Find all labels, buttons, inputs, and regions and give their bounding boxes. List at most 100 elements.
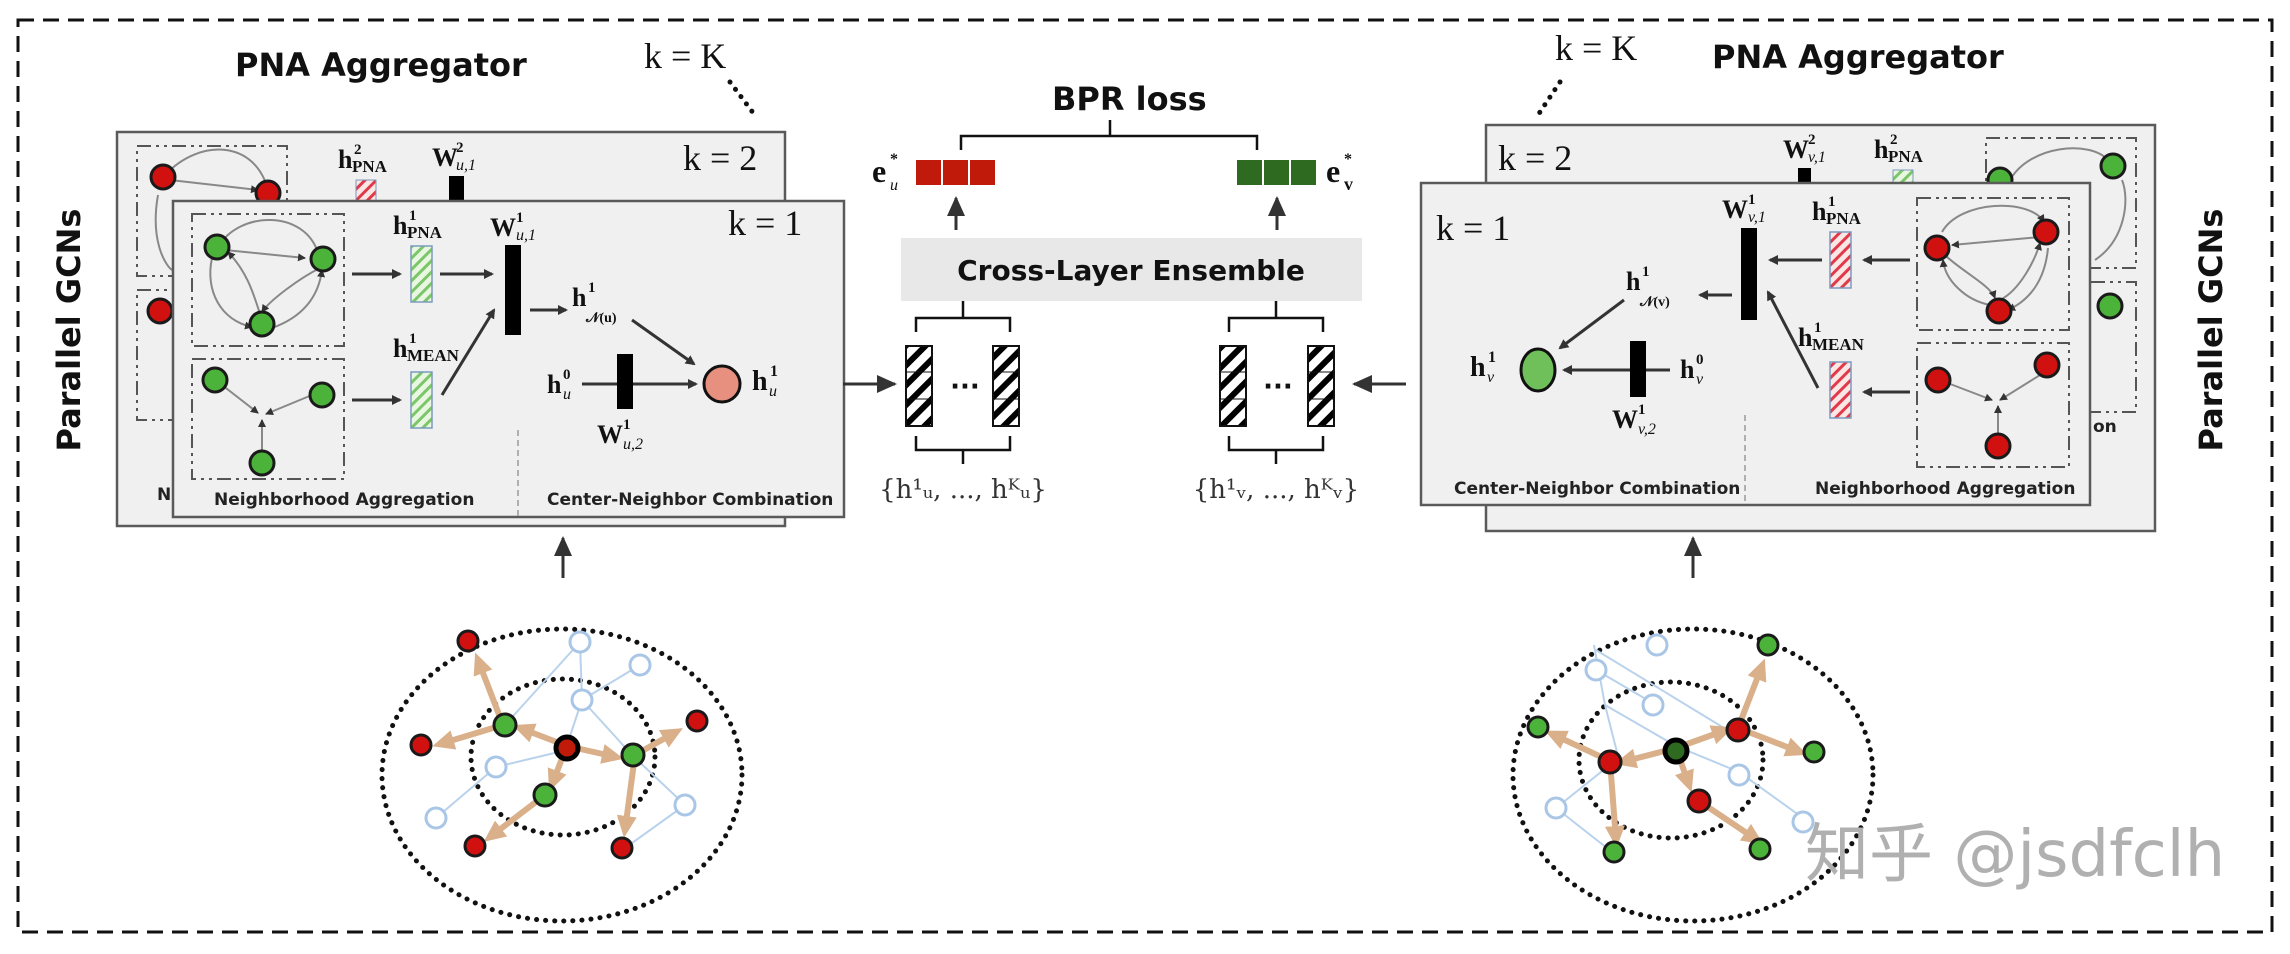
svg-text:1: 1 (516, 210, 524, 226)
svg-text:2: 2 (1808, 132, 1816, 148)
bpr-loss-label: BPR loss (1052, 80, 1207, 118)
h-v1-node (1519, 347, 1557, 393)
svg-text:···: ··· (950, 372, 980, 402)
w-u1-matrix (505, 245, 521, 335)
right-caption-combination: Center-Neighbor Combination (1454, 479, 1740, 499)
svg-text:v,1: v,1 (1748, 209, 1766, 226)
item-subgraph (1510, 626, 1876, 924)
svg-text:PNA: PNA (407, 223, 443, 242)
cross-layer-ensemble-box (901, 238, 1362, 301)
svg-text:2: 2 (456, 140, 464, 156)
h-pna-vector (410, 245, 433, 303)
svg-text:1: 1 (623, 417, 631, 433)
svg-text:1: 1 (1642, 264, 1650, 280)
user-subgraph (379, 626, 745, 924)
svg-text:h: h (1874, 135, 1889, 164)
item-final-embedding (1237, 160, 1316, 185)
svg-text:1: 1 (1814, 320, 1822, 336)
svg-text:v: v (1696, 371, 1704, 388)
graph-node (248, 310, 276, 338)
svg-text:MEAN: MEAN (1812, 335, 1865, 354)
left-stack-ellipsis (727, 79, 760, 121)
svg-text:0: 0 (1696, 352, 1704, 368)
svg-text:Cross-Layer Ensemble: Cross-Layer Ensemble (957, 254, 1305, 287)
left-pna-graph-box (191, 213, 345, 347)
user-layer-embedding-1 (905, 345, 933, 427)
svg-text:2: 2 (1890, 132, 1898, 148)
svg-text:0: 0 (563, 367, 571, 383)
bpr-bracket (959, 120, 1259, 150)
graph-node (248, 449, 276, 477)
svg-text:*: * (890, 151, 898, 168)
center-ensemble: BPR loss e * u e * v Cross-Layer Ensembl… (843, 80, 1406, 505)
right-k1-label: k = 1 (1436, 208, 1510, 248)
left-aggregator-title: PNA Aggregator (235, 46, 527, 84)
right-pna-graph-box (1916, 197, 2070, 331)
svg-text:1: 1 (1638, 402, 1646, 418)
svg-text:h: h (1798, 323, 1813, 352)
item-layer-embedding-1 (1219, 345, 1247, 427)
svg-text:W: W (1612, 405, 1638, 434)
svg-text:h: h (547, 370, 562, 399)
svg-text:u,2: u,2 (623, 436, 643, 453)
left-caption-combination: Center-Neighbor Combination (547, 490, 833, 510)
svg-text:PNA: PNA (352, 157, 388, 176)
right-gcn-layer-1-panel: k = 1 h 1 PNA h 1 MEAN W 1 v,1 (1419, 181, 2092, 507)
graph-node (1923, 234, 1951, 262)
right-aggregator-title: PNA Aggregator (1712, 38, 2004, 76)
outer-frame (16, 18, 2274, 934)
svg-text:MEAN: MEAN (407, 346, 460, 365)
svg-text:v: v (1344, 174, 1353, 194)
svg-text:W: W (432, 143, 458, 172)
target-item-node (1662, 737, 1690, 765)
left-caption-aggregation: Neighborhood Aggregation (214, 490, 474, 510)
svg-text:v: v (1487, 369, 1495, 386)
svg-text:W: W (1722, 195, 1748, 224)
item-layer-set: {h¹ᵥ, ..., hᴷᵥ} (1193, 475, 1359, 505)
svg-text:1: 1 (409, 331, 417, 347)
user-layer-embedding-k (992, 345, 1020, 427)
graph-node (2033, 351, 2061, 379)
graph-node (1924, 366, 1952, 394)
w-v1-matrix (1741, 228, 1757, 320)
graph-node (309, 245, 337, 273)
svg-text:1: 1 (1488, 349, 1496, 366)
svg-text:u: u (890, 177, 898, 194)
w-u2-matrix (617, 354, 633, 409)
svg-text:1: 1 (409, 208, 417, 224)
svg-text:···: ··· (1263, 372, 1293, 402)
item-layer-embedding-k (1307, 345, 1335, 427)
svg-text:𝒩(v): 𝒩(v) (1639, 295, 1670, 310)
h-mean-vector (410, 371, 433, 429)
svg-text:k = 2: k = 2 (1498, 138, 1572, 178)
svg-text:on: on (2093, 417, 2117, 437)
right-caption-aggregation: Neighborhood Aggregation (1815, 479, 2075, 499)
graph-node (1985, 297, 2013, 325)
svg-text:*: * (1344, 151, 1352, 168)
left-gcn-layer-1-panel: k = 1 h 1 PNA h 1 MEAN W 1 u,1 (171, 199, 846, 519)
user-layer-set: {h¹ᵤ, ..., hᴷᵤ} (879, 475, 1047, 505)
svg-text:1: 1 (1828, 194, 1836, 210)
svg-text:W: W (597, 420, 623, 449)
svg-text:W: W (490, 213, 516, 242)
target-user-node (553, 734, 581, 762)
svg-text:e: e (1326, 153, 1340, 189)
h-u1-node (702, 364, 742, 404)
svg-text:u: u (769, 383, 777, 400)
svg-text:k = 2: k = 2 (683, 138, 757, 178)
w-v2-matrix (1630, 341, 1646, 397)
user-final-embedding (916, 160, 995, 185)
svg-text:u,1: u,1 (456, 157, 476, 174)
svg-text:h: h (393, 211, 408, 240)
svg-text:u,1: u,1 (516, 227, 536, 244)
right-stack-ellipsis (1533, 79, 1563, 121)
svg-text:1: 1 (1748, 192, 1756, 208)
svg-text:h: h (393, 334, 408, 363)
svg-text:h: h (1812, 197, 1827, 226)
svg-text:v,2: v,2 (1638, 421, 1656, 438)
svg-text:1: 1 (588, 280, 596, 296)
left-side-label: Parallel GCNs (50, 209, 88, 452)
svg-text:e: e (872, 153, 886, 189)
svg-text:v,1: v,1 (1808, 149, 1826, 166)
svg-text:N: N (157, 485, 171, 505)
